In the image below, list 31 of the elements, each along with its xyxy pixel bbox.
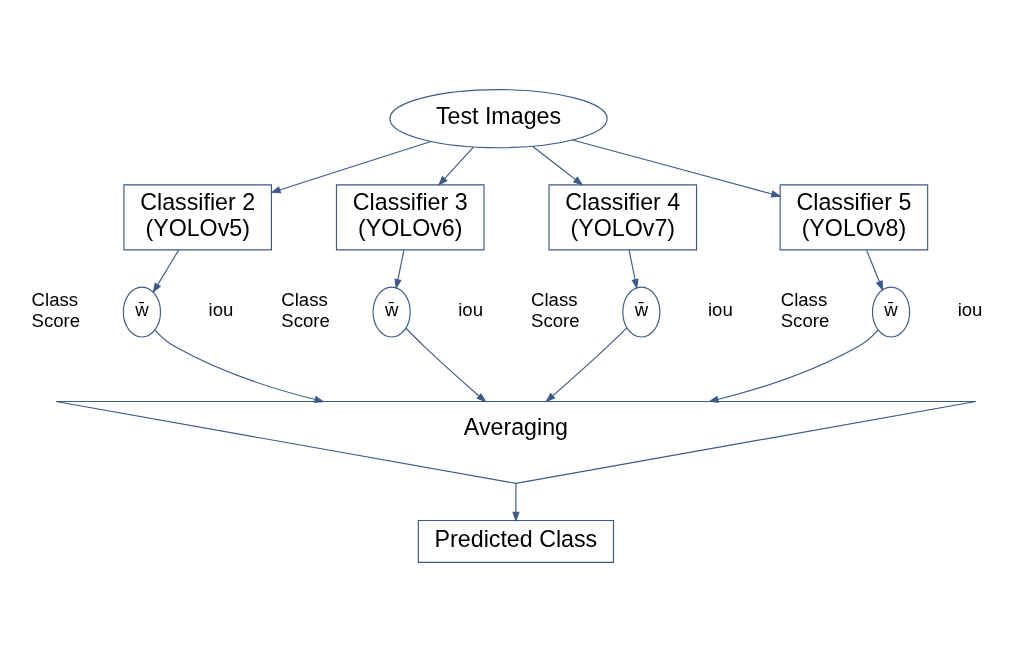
node-box: Classifier 4 (YOLOv7) <box>548 184 698 251</box>
arrow <box>866 249 884 292</box>
arrow <box>532 145 584 186</box>
node-label: Class Score <box>281 289 330 331</box>
arrow <box>154 329 325 403</box>
arrow <box>708 329 879 403</box>
node-label: iou <box>208 299 234 321</box>
arrow <box>572 139 782 198</box>
node-label: iou <box>458 299 484 321</box>
node-ellipse: Test Images <box>389 89 608 149</box>
node-label: iou <box>957 299 983 321</box>
node-label: iou <box>707 299 733 321</box>
node-label: Class Score <box>31 289 81 331</box>
arrow <box>270 140 432 194</box>
node-box: Classifier 5 (YOLOv8) <box>779 184 929 251</box>
node-box: Classifier 2 (YOLOv5) <box>123 184 272 251</box>
arrow <box>545 327 628 403</box>
arrow <box>394 249 405 290</box>
node-ellipse: w̄ <box>871 286 911 338</box>
arrow <box>437 146 474 186</box>
node-label: Class Score <box>531 289 580 331</box>
node-box: Classifier 3 (YOLOv6) <box>335 184 485 251</box>
node-box: Predicted Class <box>417 519 615 563</box>
arrow <box>152 249 180 294</box>
node-ellipse: w̄ <box>622 286 661 338</box>
arrow <box>628 249 639 290</box>
node-label: Class Score <box>780 289 830 331</box>
arrow <box>512 482 520 523</box>
arrow <box>405 327 487 403</box>
node-ellipse: w̄ <box>122 286 162 338</box>
node-ellipse: w̄ <box>372 286 411 338</box>
